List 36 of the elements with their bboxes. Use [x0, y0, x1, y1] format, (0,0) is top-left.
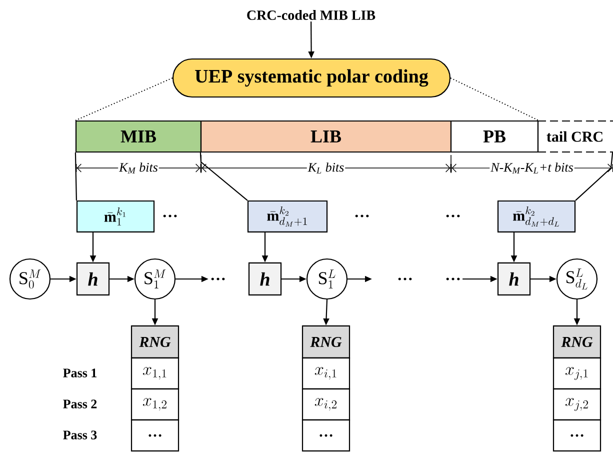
table-cell: $x_{i,1}$ [302, 357, 350, 390]
hash-box: h [497, 262, 531, 296]
table-cell: … [130, 419, 180, 452]
rng-header-cell: RNG [130, 325, 180, 359]
dimension-label: N-K$_{M}$-K$_{L}$+t bits [490, 162, 574, 174]
table-cell: $x_{i,2}$ [302, 388, 350, 421]
ellipsis: … [163, 214, 177, 218]
table-cell: … [552, 419, 602, 452]
ellipsis: … [398, 278, 412, 280]
segment-box: PB [450, 120, 539, 153]
ellipsis: … [446, 214, 460, 218]
segment-box: MIB [75, 120, 202, 153]
segment-box: tail CRC [537, 120, 613, 153]
dimension-label: K$_{L}$ bits [306, 162, 346, 174]
process-pill: UEP systematic polar coding [172, 58, 451, 98]
table-cell: $x_{1,1}$ [130, 357, 180, 390]
hash-box: h [248, 262, 282, 296]
table-cell: … [302, 419, 350, 452]
table-cell: $x_{1,2}$ [130, 388, 180, 421]
title-text: CRC-coded MIB LIB [247, 10, 376, 20]
rng-header-cell: … [211, 278, 225, 280]
rng-header-cell: RNG [552, 325, 602, 359]
row-label: Pass 2 [63, 400, 97, 408]
rng-header-cell: RNG [302, 325, 350, 359]
table-cell: $x_{j,1}$ [552, 357, 602, 390]
message-box: $\bar{\mathbf{m}}_{1}^{k_{1}}$ [76, 200, 155, 233]
table-cell: $x_{j,2}$ [552, 388, 602, 421]
message-box: $\bar{\mathbf{m}}_{d_{M}+d_{L}}^{k_{2}}$ [497, 200, 576, 233]
segment-box: LIB [200, 120, 452, 153]
row-label: Pass 3 [63, 430, 97, 440]
table-cell: … [446, 278, 460, 280]
dimension-label: K$_{M}$ bits [118, 162, 159, 174]
message-box: $\bar{\mathbf{m}}_{d_{M}+1}^{k_{2}}$ [247, 200, 328, 233]
row-label: Pass 1 [63, 368, 96, 378]
ellipsis: … [355, 214, 369, 218]
hash-box: h [76, 262, 110, 296]
